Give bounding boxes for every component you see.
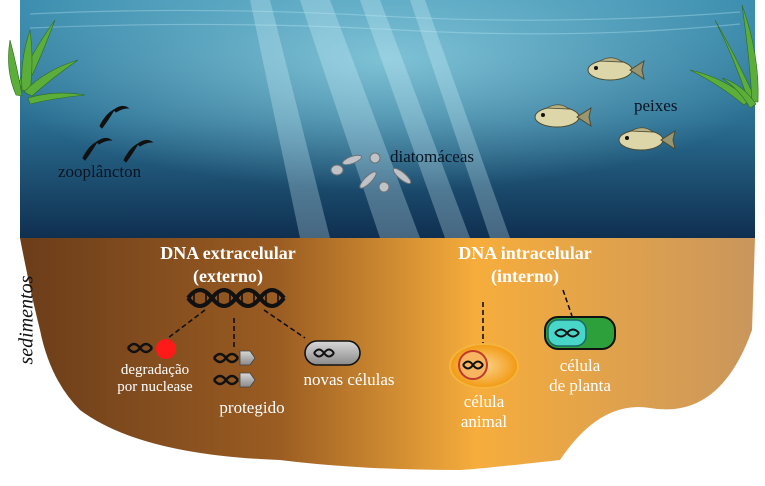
protected-dna-icon	[213, 350, 256, 388]
sediment-side-label: sedimentos	[15, 275, 38, 365]
new-cells-label: novas células	[303, 370, 395, 389]
intracellular-title: DNA intracelular (interno)	[425, 242, 625, 288]
intracellular-title-line1: DNA intracelular	[458, 243, 592, 263]
dna-helix-icon	[186, 288, 286, 308]
degraded-dna-icon	[127, 342, 153, 354]
animal-cell-label-line1: célula	[463, 392, 505, 411]
extracellular-title-line2: (externo)	[193, 266, 263, 286]
protected-label: protegido	[219, 398, 285, 417]
diatoms-group	[330, 152, 412, 193]
animal-cell-label-line2: animal	[460, 412, 508, 431]
zooplankton-label: zooplâncton	[58, 162, 142, 181]
copepod-icon	[82, 137, 113, 161]
plant-cell-label-line1: célula	[559, 356, 601, 375]
fish-icon	[618, 127, 676, 151]
water-body	[20, 0, 755, 238]
fish-icon	[587, 57, 645, 81]
copepod-icon	[99, 105, 130, 129]
extracellular-title-line1: DNA extracelular	[160, 243, 296, 263]
new-cell-icon	[304, 340, 361, 366]
diatoms-label: diatomáceas	[390, 147, 475, 166]
fish-icon	[534, 104, 592, 128]
intracellular-title-line2: (interno)	[491, 266, 559, 286]
sediment-body	[20, 238, 755, 470]
degradation-label-line2: por nuclease	[117, 379, 193, 395]
nuclease-icon	[156, 339, 176, 359]
connector-lines	[167, 289, 573, 350]
animal-cell-icon	[449, 343, 519, 389]
plant-cell-label: célula de planta	[535, 356, 625, 396]
zooplankton-group	[82, 105, 154, 163]
plant-cell-label-line2: de planta	[549, 376, 611, 395]
copepod-icon	[123, 139, 154, 163]
animal-cell-label: célula animal	[440, 392, 528, 432]
degradation-label-line1: degradação	[120, 362, 190, 378]
plant-cell-icon	[544, 316, 616, 350]
seaweed-left-icon	[8, 19, 86, 105]
degradation-label: degradação por nuclease	[100, 362, 210, 396]
seaweed-right-icon	[689, 4, 759, 109]
extracellular-title: DNA extracelular (externo)	[128, 242, 328, 288]
fish-label: peixes	[634, 96, 678, 115]
